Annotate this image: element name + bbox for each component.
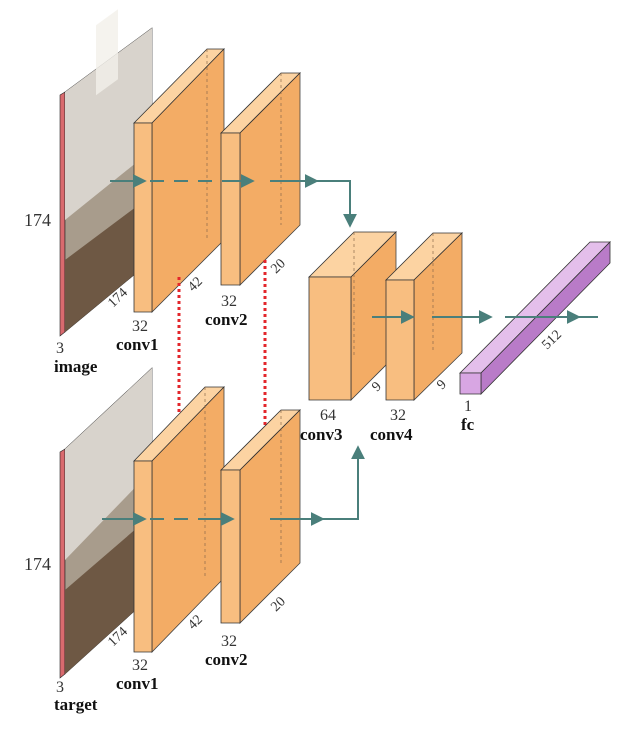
- image-conv2-block: [220, 72, 301, 286]
- conv4-name-label: conv4: [370, 425, 413, 444]
- image-input-window: [96, 9, 118, 96]
- target-conv1-channels-label: 32: [132, 657, 148, 674]
- target-input: [59, 367, 153, 679]
- image-input-floor: [65, 195, 152, 332]
- target-conv1-out-label: 42: [185, 612, 205, 633]
- conv4-front: [385, 279, 415, 401]
- target-input-edge: [59, 448, 66, 679]
- image-arrow-to-conv3: [316, 180, 357, 228]
- target-conv2-channels-label: 32: [221, 633, 237, 650]
- image-conv1-name-label: conv1: [116, 335, 159, 354]
- image-input: [59, 9, 153, 337]
- conv3-name-label: conv3: [300, 425, 343, 444]
- fc-top: [459, 241, 611, 374]
- target-input-floor: [65, 515, 152, 674]
- conv3-channels-label: 64: [320, 407, 336, 424]
- target-conv2-out-label: 20: [268, 594, 288, 615]
- fc-name-label: fc: [461, 415, 475, 434]
- fc-front: [459, 372, 482, 395]
- target-conv1-name-label: conv1: [116, 674, 159, 693]
- target-input-channels-label: 3: [56, 679, 64, 696]
- target-name-label: target: [54, 695, 98, 714]
- merged-trunk: 64 conv3 9 32 conv4 9 1 fc 512: [300, 231, 611, 444]
- target-input-wall: [65, 368, 152, 560]
- target-conv2-name-label: conv2: [205, 650, 248, 669]
- target-conv2-front: [220, 469, 241, 624]
- conv4-channels-label: 32: [390, 407, 406, 424]
- image-conv2-front: [220, 132, 241, 286]
- image-conv2-name-label: conv2: [205, 310, 248, 329]
- image-conv1-front: [133, 122, 153, 313]
- image-input-edge: [59, 91, 66, 337]
- image-input-wall: [65, 28, 152, 220]
- image-conv1-channels-label: 32: [132, 318, 148, 335]
- image-conv2-channels-label: 32: [221, 293, 237, 310]
- image-conv2-out-label: 20: [268, 256, 288, 277]
- conv3-out-label: 9: [369, 379, 384, 395]
- target-arrow-to-conv3: [322, 445, 365, 520]
- image-input-size-label: 174: [24, 210, 51, 230]
- image-conv1-out-label: 42: [185, 274, 205, 295]
- target-conv2-block: [220, 409, 301, 624]
- fc-width-label: 1: [464, 398, 472, 415]
- target-input-size-label: 174: [24, 554, 51, 574]
- conv3-front: [308, 276, 352, 401]
- image-branch: 174 3 image 174 32 conv1 42 32 conv2 20: [24, 9, 357, 376]
- conv4-out-label: 9: [434, 377, 449, 393]
- target-branch: 174 3 target 174 32 conv1 42 32 conv2 20: [24, 367, 365, 714]
- image-input-channels-label: 3: [56, 340, 64, 357]
- target-conv1-front: [133, 460, 153, 653]
- image-name-label: image: [54, 357, 98, 376]
